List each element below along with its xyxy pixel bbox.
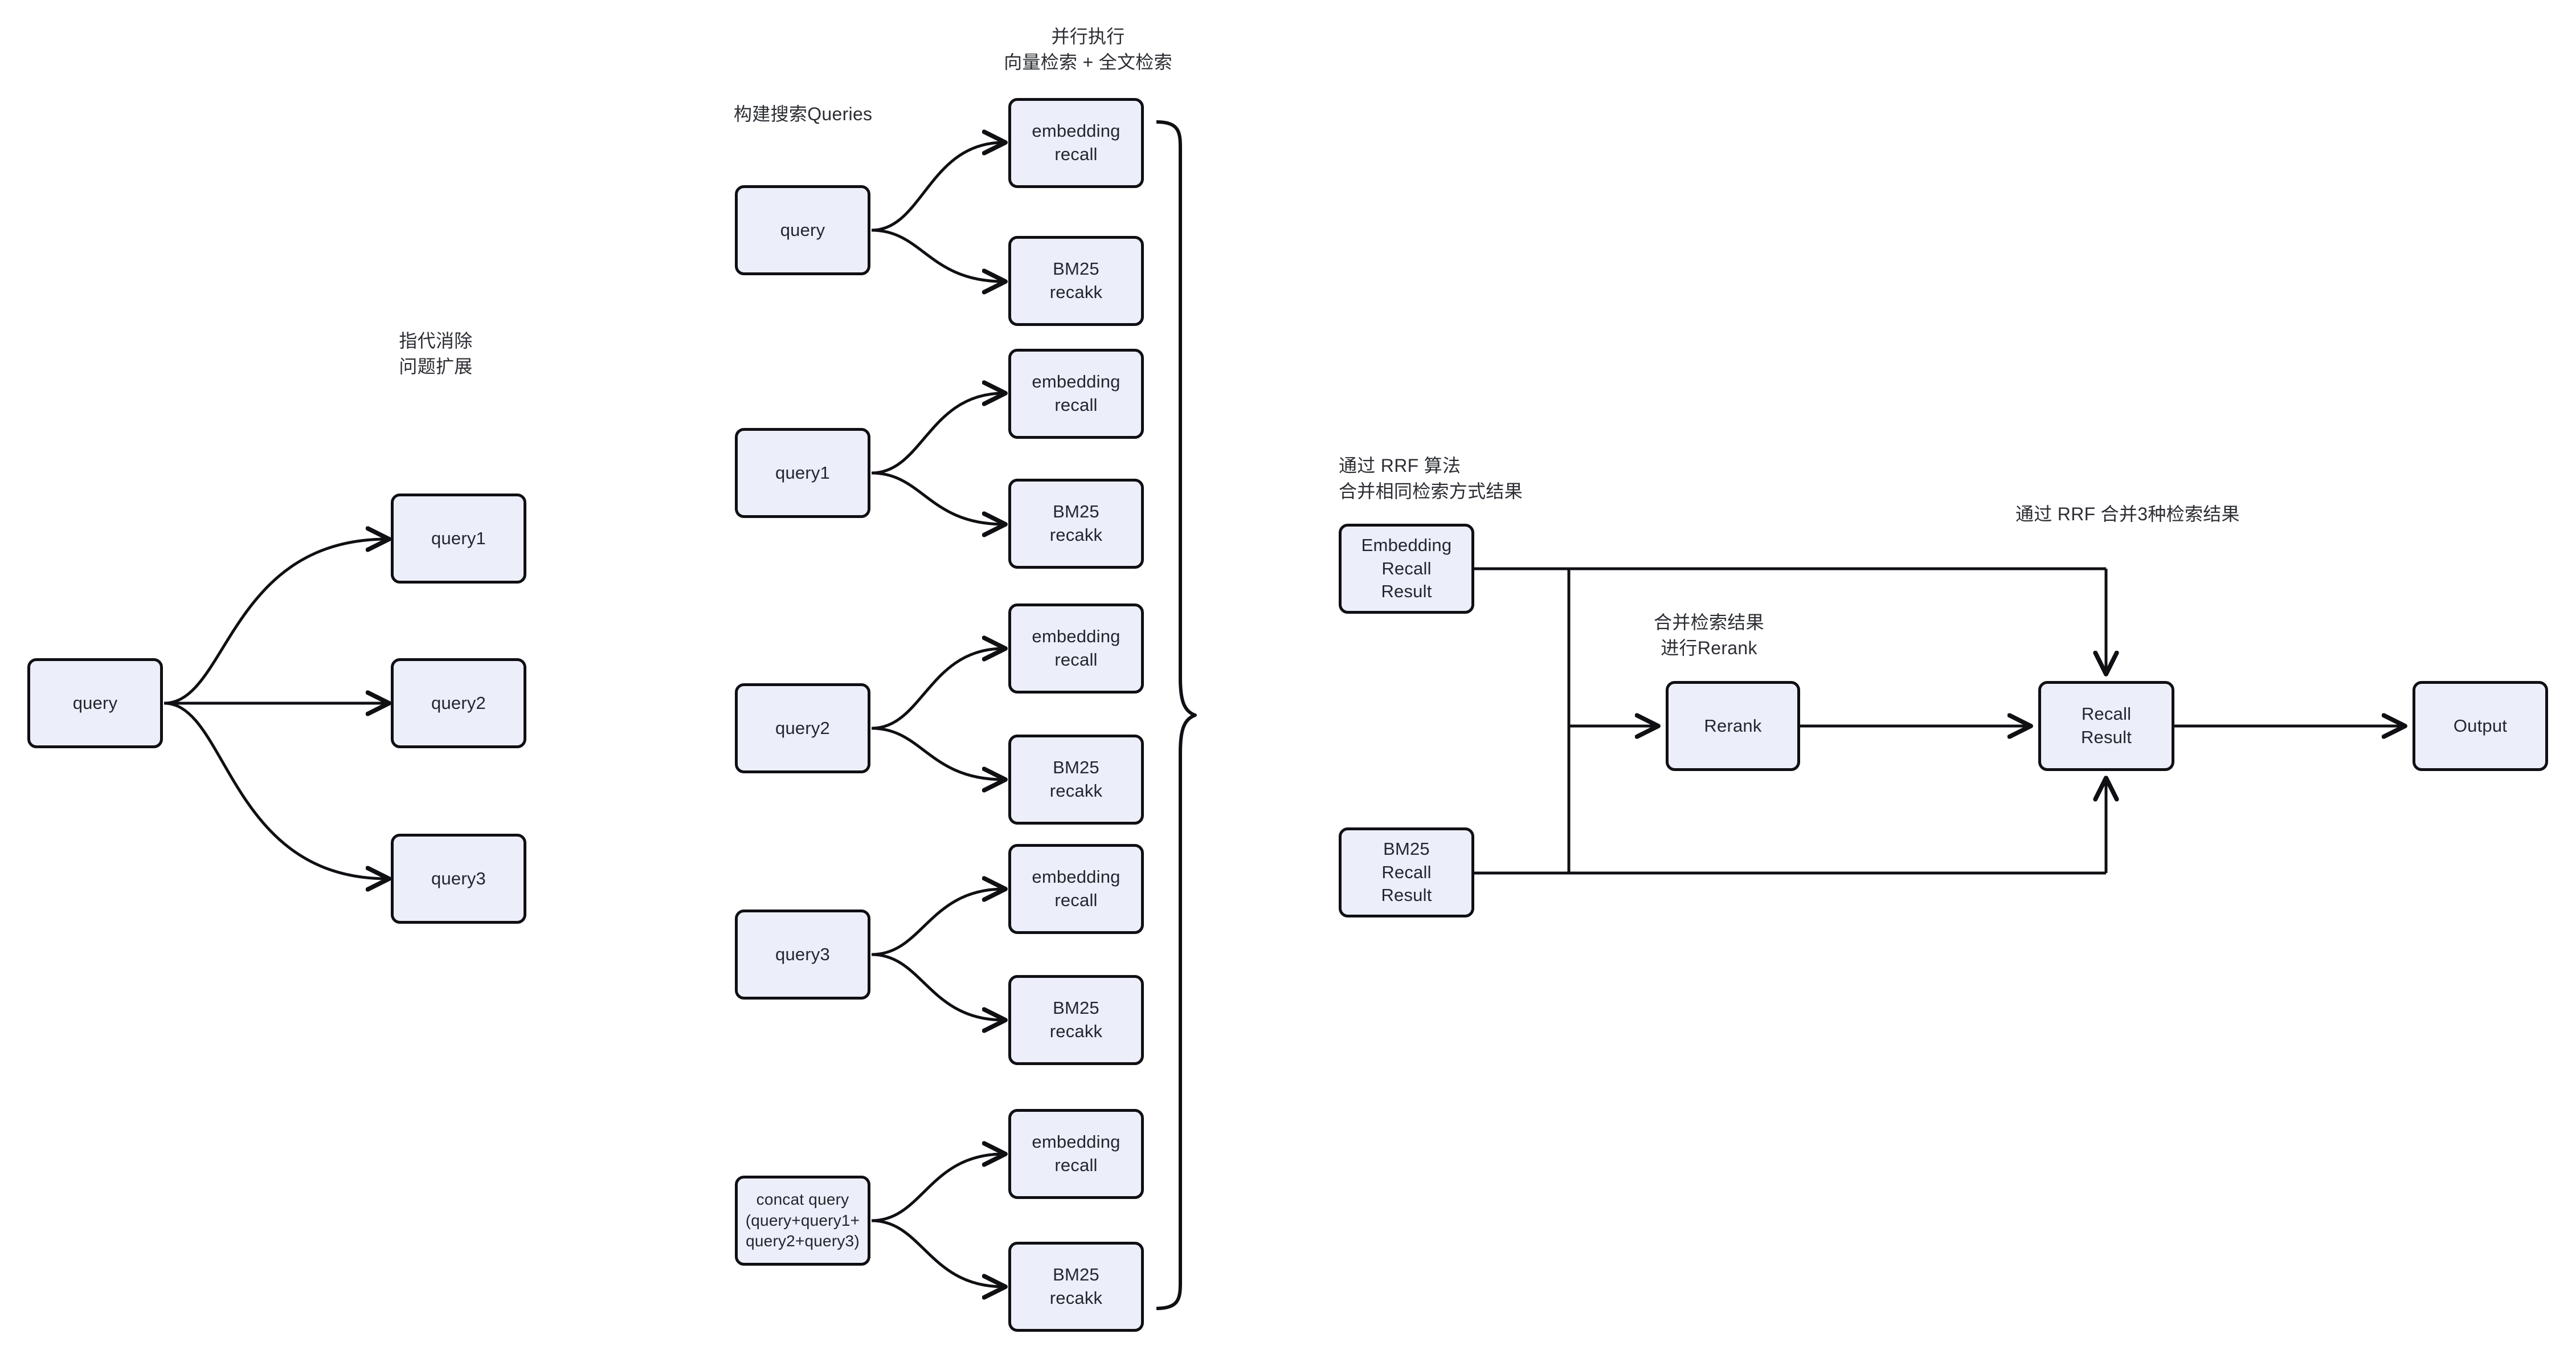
node-expanded-query1[interactable]: query1 [391, 494, 526, 584]
node-bm25-recall-1[interactable]: BM25 recakk [1008, 479, 1144, 569]
node-output[interactable]: Output [2413, 681, 2548, 771]
node-search-query-2[interactable]: query2 [735, 683, 870, 773]
label-build-queries: 构建搜索Queries [734, 104, 873, 124]
node-source-query[interactable]: query [27, 658, 163, 748]
node-bm25-recall-3[interactable]: BM25 recakk [1008, 975, 1144, 1065]
node-recall-result[interactable]: Recall Result [2038, 681, 2174, 771]
node-expanded-query3[interactable]: query3 [391, 834, 526, 924]
node-embedding-recall-3[interactable]: embedding recall [1008, 844, 1144, 934]
node-search-query-concat[interactable]: concat query (query+query1+ query2+query… [735, 1176, 870, 1266]
node-search-query-0[interactable]: query [735, 185, 870, 275]
node-bm25-recall-result[interactable]: BM25 Recall Result [1339, 827, 1474, 917]
node-search-query-1[interactable]: query1 [735, 428, 870, 518]
node-embedding-recall-2[interactable]: embedding recall [1008, 603, 1144, 694]
label-parallel-exec: 并行执行 向量检索 + 全文检索 [1004, 26, 1172, 73]
node-expanded-query2[interactable]: query2 [391, 658, 526, 748]
node-embedding-recall-0[interactable]: embedding recall [1008, 98, 1144, 188]
node-bm25-recall-0[interactable]: BM25 recakk [1008, 236, 1144, 326]
node-bm25-recall-2[interactable]: BM25 recakk [1008, 735, 1144, 825]
label-rrf-same-type: 通过 RRF 算法 合并相同检索方式结果 [1339, 455, 1523, 502]
node-search-query-3[interactable]: query3 [735, 910, 870, 1000]
node-embedding-recall-result[interactable]: Embedding Recall Result [1339, 524, 1474, 614]
label-rewrite: 指代消除 问题扩展 [399, 331, 473, 377]
node-bm25-recall-4[interactable]: BM25 recakk [1008, 1242, 1144, 1332]
node-rerank[interactable]: Rerank [1666, 681, 1800, 771]
label-rrf-three: 通过 RRF 合并3种检索结果 [2015, 504, 2240, 524]
label-merge-rerank: 合并检索结果 进行Rerank [1654, 612, 1764, 659]
node-embedding-recall-4[interactable]: embedding recall [1008, 1109, 1144, 1199]
node-embedding-recall-1[interactable]: embedding recall [1008, 349, 1144, 439]
